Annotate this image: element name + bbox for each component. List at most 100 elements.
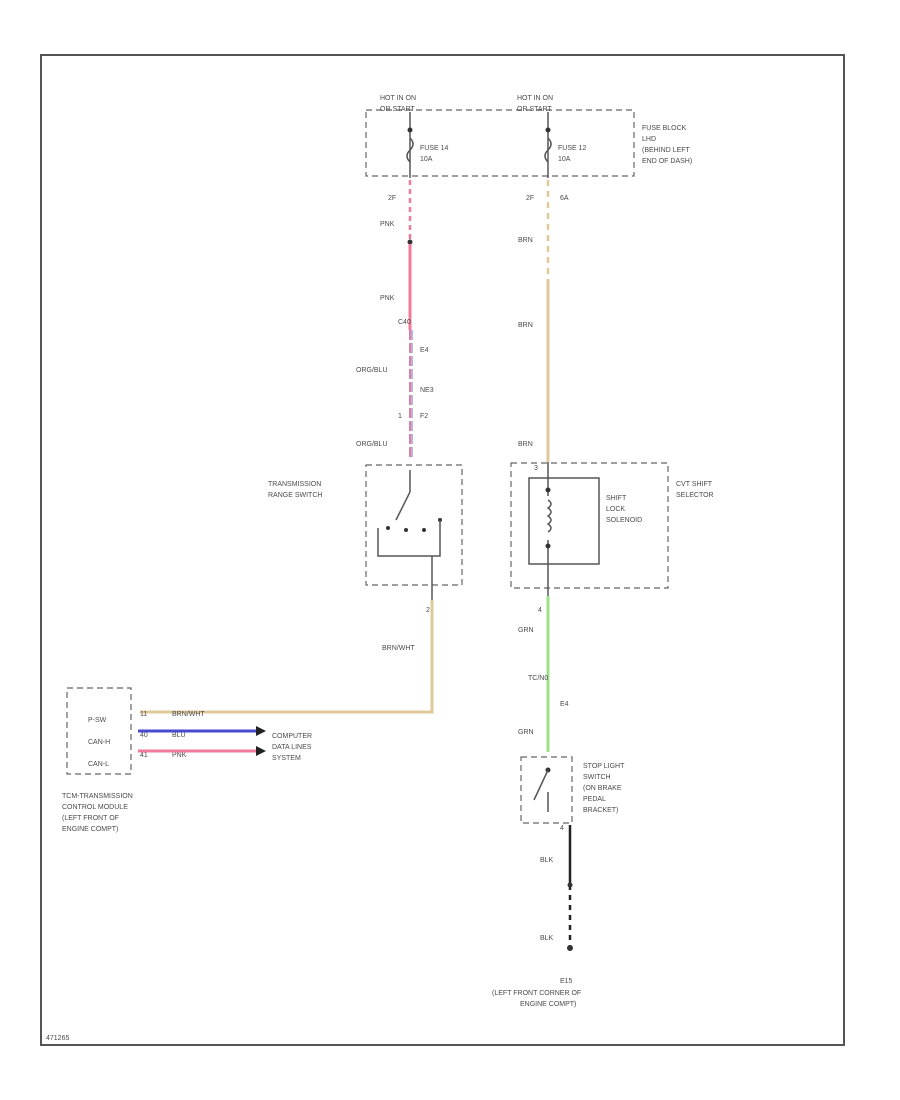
solenoid-label-2: LOCK [606, 506, 625, 513]
solenoid-dot-top [545, 487, 551, 493]
pnk-label-1: PNK [380, 221, 395, 228]
grn-e4-label: E4 [560, 701, 569, 708]
tcm-pin-label-2: CAN-H [88, 739, 110, 746]
solenoid-box [528, 477, 600, 565]
hot-label-left-2: OR START [380, 106, 415, 113]
tcm-outline [66, 687, 132, 775]
fuse-block-title-2: LHD [642, 136, 656, 143]
connector-ne3-label: NE3 [420, 387, 434, 394]
tcm-pin-num-1: 11 [140, 711, 147, 718]
tcm-wire-label-3: PNK [172, 752, 187, 759]
transmission-range-switch: TRANSMISSION RANGE SWITCH 2 BRN/WHT [140, 464, 463, 714]
fuse14-symbol [406, 137, 414, 163]
fuse-block-title-1: FUSE BLOCK [642, 125, 687, 132]
fuse12-symbol [544, 137, 552, 163]
blk-label-2: BLK [540, 935, 554, 942]
stop-switch-outline [520, 756, 573, 824]
ground-dot [567, 945, 573, 951]
brn-label-2: BRN [518, 322, 533, 329]
range-switch-contact-3 [422, 528, 426, 532]
stop-switch-pin: 4 [560, 825, 564, 832]
blk-splice-dot [567, 882, 573, 888]
ground-location-2: ENGINE COMPT) [520, 1001, 576, 1008]
fuse-block: HOT IN ON OR START HOT IN ON OR START FU… [365, 95, 692, 202]
fuse-block-outline [365, 109, 635, 177]
stop-switch-label-5: BRACKET) [583, 807, 618, 814]
shift-selector-label-1: CVT SHIFT [676, 481, 713, 488]
tcm-wire-label-1: BRN/WHT [172, 711, 205, 718]
tcm-wire-label-2: BLU [172, 732, 186, 739]
tcm-pin-num-2: 40 [140, 732, 148, 739]
stop-light-switch: STOP LIGHT SWITCH (ON BRAKE PEDAL BRACKE… [520, 756, 625, 832]
can-h-arrow [256, 726, 266, 736]
range-switch-wire-label: BRN/WHT [382, 645, 415, 652]
fuse14-amp: 10A [420, 156, 433, 163]
brnwht-wire [140, 600, 434, 714]
ground-circuit: BLK BLK E15 (LEFT FRONT CORNER OF ENGINE… [492, 825, 581, 1008]
connector-e4-label: E4 [420, 347, 429, 354]
stop-switch-label-1: STOP LIGHT [583, 763, 625, 770]
hot-label-right-2: OR START [517, 106, 552, 113]
connector-c-label: C40 [398, 319, 411, 326]
stop-switch-label-3: (ON BRAKE [583, 785, 622, 792]
solenoid-label-3: SOLENOID [606, 517, 642, 524]
range-switch-outline [365, 464, 463, 586]
brn-label-3: BRN [518, 441, 533, 448]
grn-pin-label: 4 [538, 607, 542, 614]
computer-label-1: COMPUTER [272, 733, 312, 740]
fuse12-amp: 10A [558, 156, 571, 163]
tcm-label-1: TCM-TRANSMISSION [62, 793, 133, 800]
blk-label-1: BLK [540, 857, 554, 864]
fuse14-top-dot [407, 127, 413, 133]
cvt-shift-selector: SHIFT LOCK SOLENOID CVT SHIFT SELECTOR 3 [510, 462, 714, 596]
ground-location-1: (LEFT FRONT CORNER OF [492, 990, 581, 997]
brn-label-1: BRN [518, 237, 533, 244]
footer-code: 471265 [46, 1035, 69, 1042]
connector-f2-label: F2 [420, 413, 428, 420]
left-circuit: PNK PNK C40 E4 ORG/BLU NE3 1 F2 ORG/BLU [356, 180, 434, 460]
pnk-label-2: PNK [380, 295, 395, 302]
grn-label-2: GRN [518, 729, 534, 736]
tcm-pin-num-3: 41 [140, 752, 148, 759]
solenoid-coil [546, 499, 552, 533]
green-circuit: 4 GRN TC/N0 E4 GRN [518, 596, 569, 752]
range-switch-pin: 2 [426, 607, 430, 614]
pin-1-label: 1 [398, 413, 402, 420]
ground-name: E15 [560, 978, 573, 985]
tcm-pin-label-3: CAN-L [88, 761, 109, 768]
hot-label-left-1: HOT IN ON [380, 95, 416, 102]
fuse12-label: FUSE 12 [558, 145, 587, 152]
fuse14-pin: 2F [388, 195, 396, 202]
solenoid-dot-bottom [545, 543, 551, 549]
can-l-arrow [256, 746, 266, 756]
hot-label-right-1: HOT IN ON [517, 95, 553, 102]
fuse12-top-dot [545, 127, 551, 133]
shift-selector-label-2: SELECTOR [676, 492, 714, 499]
tcm-module: P-SW CAN-H CAN-L 11 40 41 BRN/WHT BLU PN… [62, 687, 312, 833]
computer-label-2: DATA LINES [272, 744, 312, 751]
fuse12-pin: 2F [526, 195, 534, 202]
stop-switch-label-2: SWITCH [583, 774, 611, 781]
fuse12-pin-b: 6A [560, 195, 569, 202]
range-switch-contact-1 [386, 526, 390, 530]
tcm-label-3: (LEFT FRONT OF [62, 815, 119, 822]
range-switch-bus [377, 520, 441, 557]
computer-label-3: SYSTEM [272, 755, 301, 762]
range-switch-blade [395, 491, 411, 521]
fuse-block-title-4: END OF DASH) [642, 158, 692, 165]
orgblu-label-1: ORG/BLU [356, 367, 388, 374]
tcm-label-2: CONTROL MODULE [62, 804, 128, 811]
right-circuit: BRN BRN BRN [518, 180, 550, 462]
fuse14-label: FUSE 14 [420, 145, 449, 152]
stop-switch-label-4: PEDAL [583, 796, 606, 803]
orgblu-label-2: ORG/BLU [356, 441, 388, 448]
pnk-splice-dot [407, 239, 413, 245]
range-switch-contact-2 [404, 528, 408, 532]
stop-switch-blade [533, 769, 549, 801]
range-switch-label-2: RANGE SWITCH [268, 492, 322, 499]
diagram-frame [40, 54, 845, 1046]
grn-label-1: GRN [518, 627, 534, 634]
tc-label: TC/N0 [528, 675, 548, 682]
shift-selector-outline [510, 462, 669, 589]
